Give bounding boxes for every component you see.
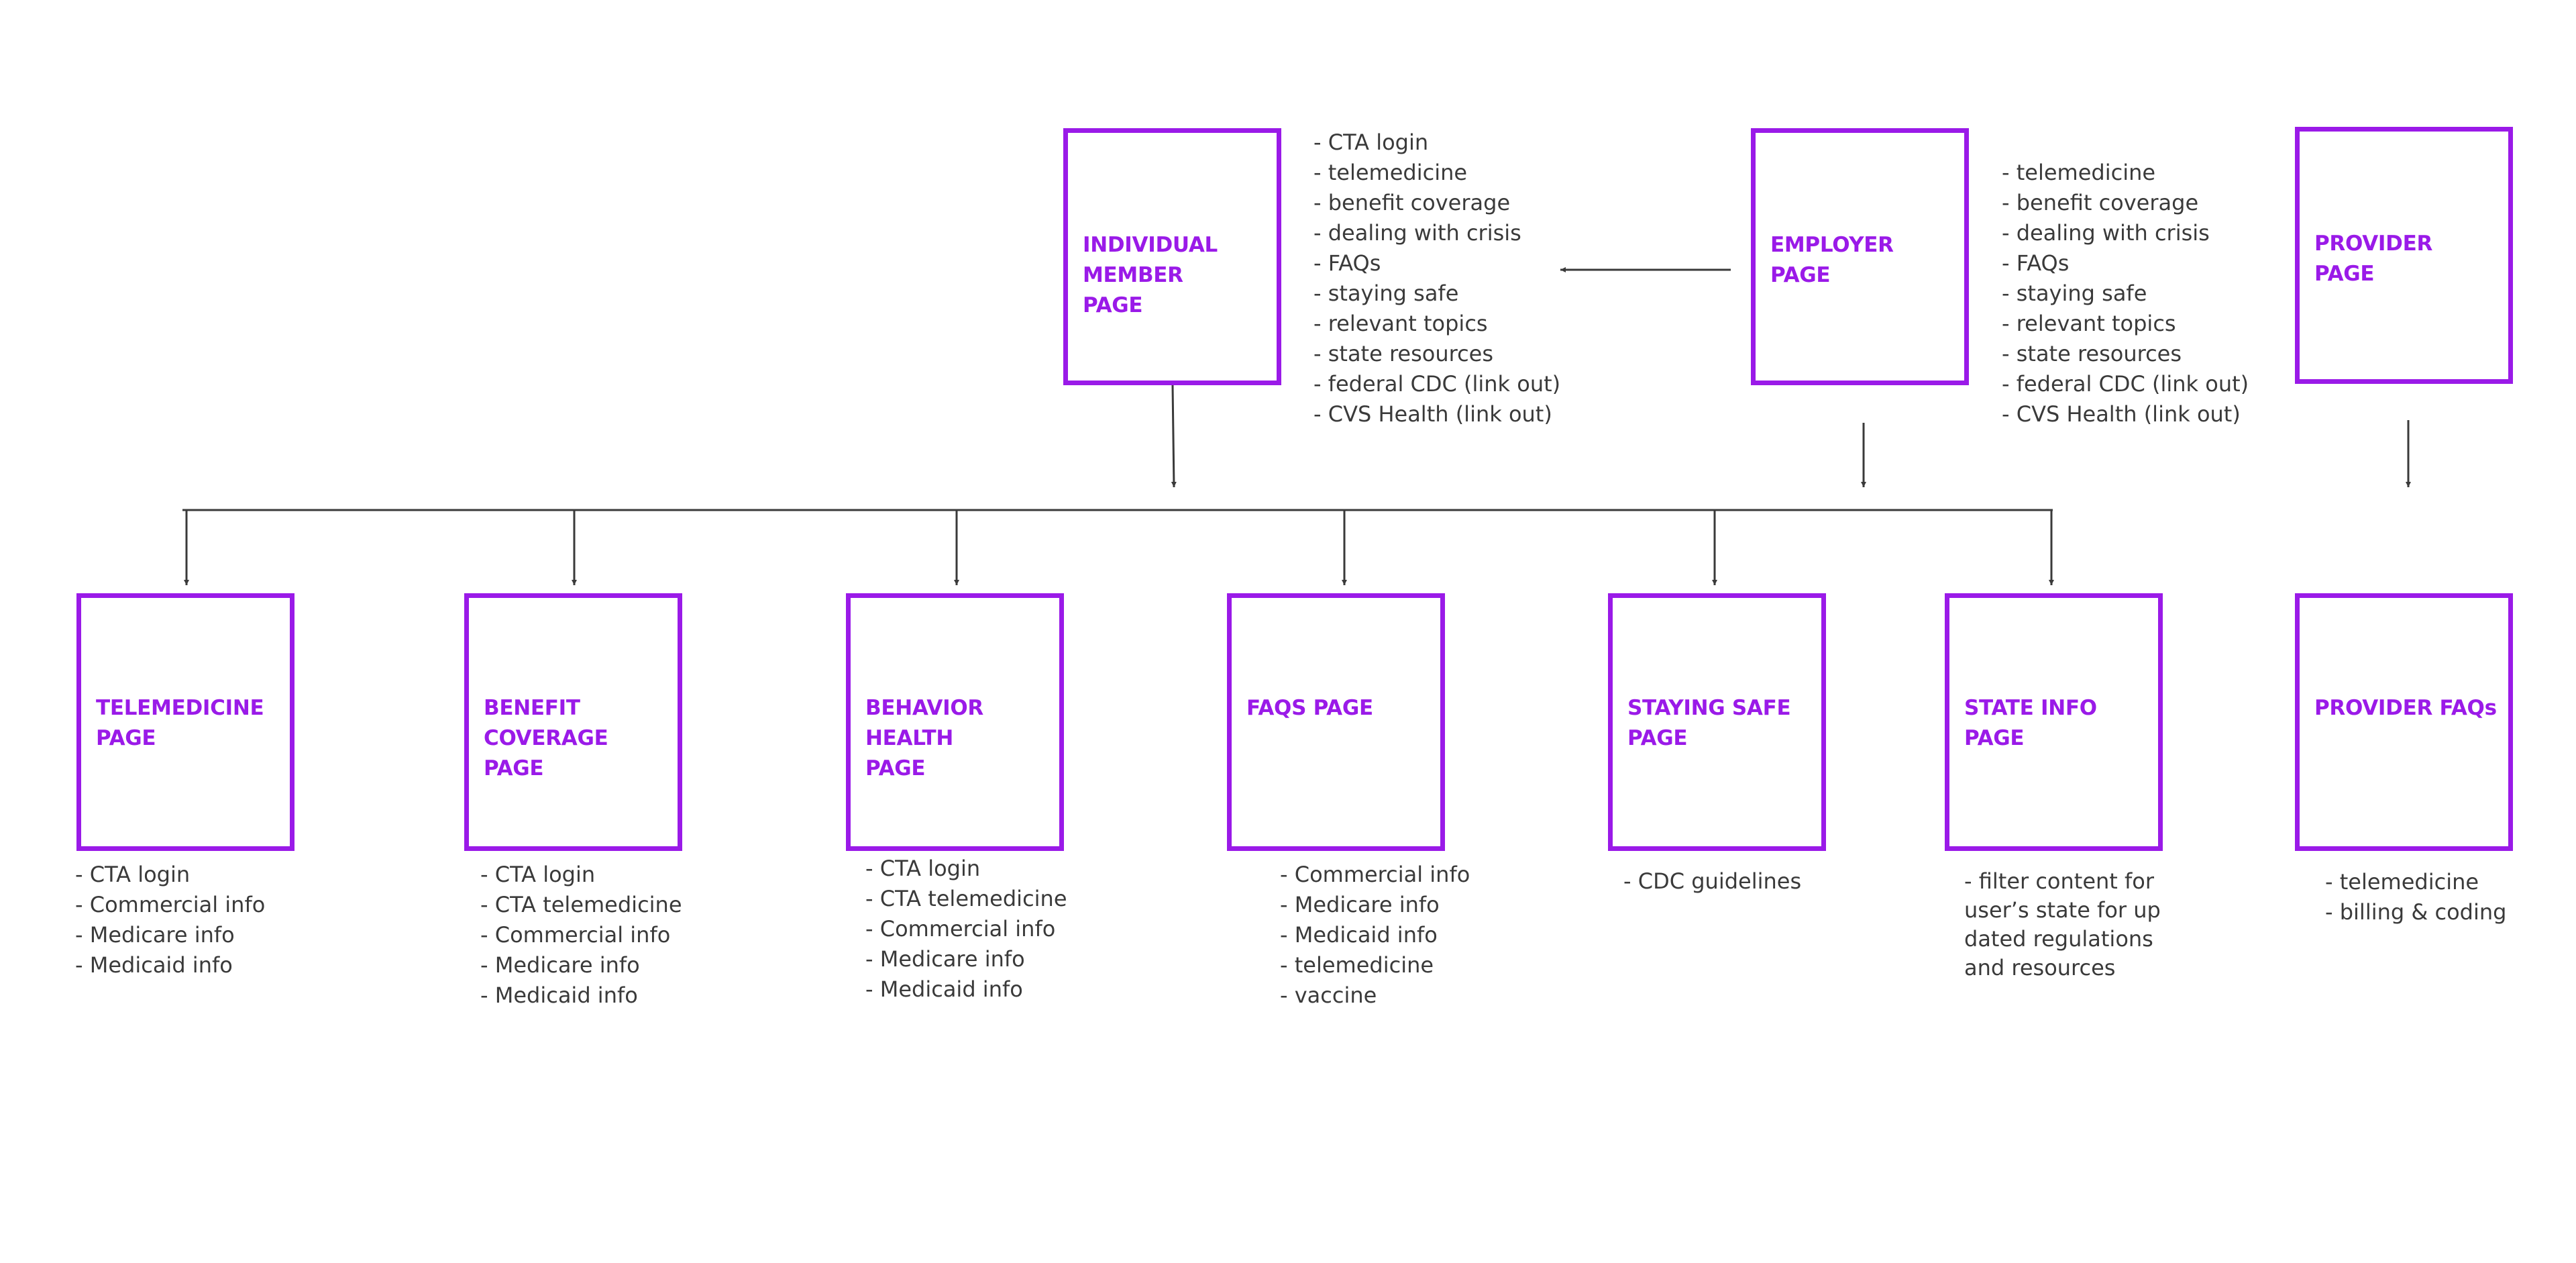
note-item: - Medicaid info	[1280, 922, 1438, 948]
note-item: - federal CDC (link out)	[1313, 371, 1561, 397]
note-item: - state resources	[2002, 341, 2182, 366]
note-item: - Commercial info	[1280, 862, 1470, 887]
note-item: - CTA login	[1313, 130, 1429, 155]
notes-faqs: - Commercial info - Medicare info - Medica…	[1280, 860, 1470, 1011]
node-faqs: FAQS PAGE	[1227, 593, 1445, 851]
note-item: - Medicare info	[75, 922, 235, 948]
node-individual-member: INDIVIDUAL MEMBER PAGE	[1063, 128, 1281, 385]
connector-individual-down	[1171, 385, 1177, 488]
notes-staying-safe: - CDC guidelines	[1623, 866, 1801, 897]
note-item: - billing & coding	[2325, 899, 2507, 925]
notes-individual-member: - CTA login - telemedicine - benefit cover…	[1313, 128, 1560, 430]
node-staying-safe-label: STAYING SAFE PAGE	[1627, 696, 1791, 750]
note-item: - CTA login	[480, 862, 596, 887]
note-item: - dealing with crisis	[2002, 220, 2210, 246]
note-item: - telemedicine	[2325, 869, 2479, 895]
note-item: - vaccine	[1280, 982, 1377, 1008]
note-item: - Commercial info	[865, 916, 1056, 942]
note-item: - CTA login	[75, 862, 191, 887]
note-item: - CVS Health (link out)	[1313, 401, 1552, 427]
note-item: - staying safe	[1313, 281, 1459, 306]
note-item: - CTA telemedicine	[480, 892, 682, 917]
note-item: - Commercial info	[480, 922, 671, 948]
note-item: - Medicare info	[865, 946, 1025, 972]
note-item: - Medicare info	[480, 952, 640, 978]
node-provider-faqs-label: PROVIDER FAQs	[2314, 696, 2497, 720]
note-item: - relevant topics	[2002, 311, 2176, 336]
note-item: - Medicaid info	[865, 976, 1023, 1002]
note-item: - benefit coverage	[1313, 190, 1511, 215]
node-faqs-label: FAQS PAGE	[1246, 696, 1373, 720]
note-item: - CTA telemedicine	[865, 886, 1067, 911]
note-item: - Medicaid info	[480, 982, 638, 1008]
note-item: - telemedicine	[1313, 160, 1468, 185]
note-item: - FAQs	[1313, 250, 1381, 276]
node-employer-label: EMPLOYER PAGE	[1770, 233, 1894, 287]
node-behavior-health: BEHAVIOR HEALTH PAGE	[846, 593, 1064, 851]
node-provider-faqs: PROVIDER FAQs	[2295, 593, 2513, 851]
note-item: - FAQs	[2002, 250, 2070, 276]
note-item: - CVS Health (link out)	[2002, 401, 2241, 427]
note-item: - Medicaid info	[75, 952, 233, 978]
note-item: - filter content for user’s state for up…	[1964, 868, 2161, 980]
note-item: - benefit coverage	[2002, 190, 2199, 215]
node-telemedicine: TELEMEDICINE PAGE	[76, 593, 294, 851]
node-benefit-coverage-label: BENEFIT COVERAGE PAGE	[484, 696, 608, 780]
notes-state-info: - filter content for user’s state for up…	[1964, 867, 2192, 982]
node-state-info: STATE INFO PAGE	[1945, 593, 2163, 851]
node-provider: PROVIDER PAGE	[2295, 127, 2513, 384]
notes-provider-faqs: - telemedicine - billing & coding	[2325, 867, 2506, 927]
note-item: - federal CDC (link out)	[2002, 371, 2249, 397]
note-item: - CDC guidelines	[1623, 868, 1802, 894]
notes-behavior-health: - CTA login - CTA telemedicine - Commercia…	[865, 854, 1067, 1005]
node-provider-label: PROVIDER PAGE	[2314, 232, 2433, 286]
node-benefit-coverage: BENEFIT COVERAGE PAGE	[464, 593, 682, 851]
node-employer: EMPLOYER PAGE	[1751, 128, 1969, 385]
node-telemedicine-label: TELEMEDICINE PAGE	[96, 696, 264, 750]
node-state-info-label: STATE INFO PAGE	[1964, 696, 2097, 750]
note-item: - staying safe	[2002, 281, 2147, 306]
note-item: - dealing with crisis	[1313, 220, 1521, 246]
notes-benefit-coverage: - CTA login - CTA telemedicine - Commercia…	[480, 860, 682, 1011]
notes-employer: - telemedicine - benefit coverage - dealin…	[2002, 158, 2249, 430]
note-item: - Medicare info	[1280, 892, 1440, 917]
node-individual-member-label: INDIVIDUAL MEMBER PAGE	[1083, 233, 1218, 317]
note-item: - relevant topics	[1313, 311, 1488, 336]
notes-telemedicine: - CTA login - Commercial info - Medicare i…	[75, 860, 265, 980]
note-item: - Commercial info	[75, 892, 266, 917]
note-item: - CTA login	[865, 856, 981, 881]
note-item: - state resources	[1313, 341, 1494, 366]
note-item: - telemedicine	[1280, 952, 1434, 978]
node-staying-safe: STAYING SAFE PAGE	[1608, 593, 1826, 851]
note-item: - telemedicine	[2002, 160, 2156, 185]
node-behavior-health-label: BEHAVIOR HEALTH PAGE	[865, 696, 983, 780]
